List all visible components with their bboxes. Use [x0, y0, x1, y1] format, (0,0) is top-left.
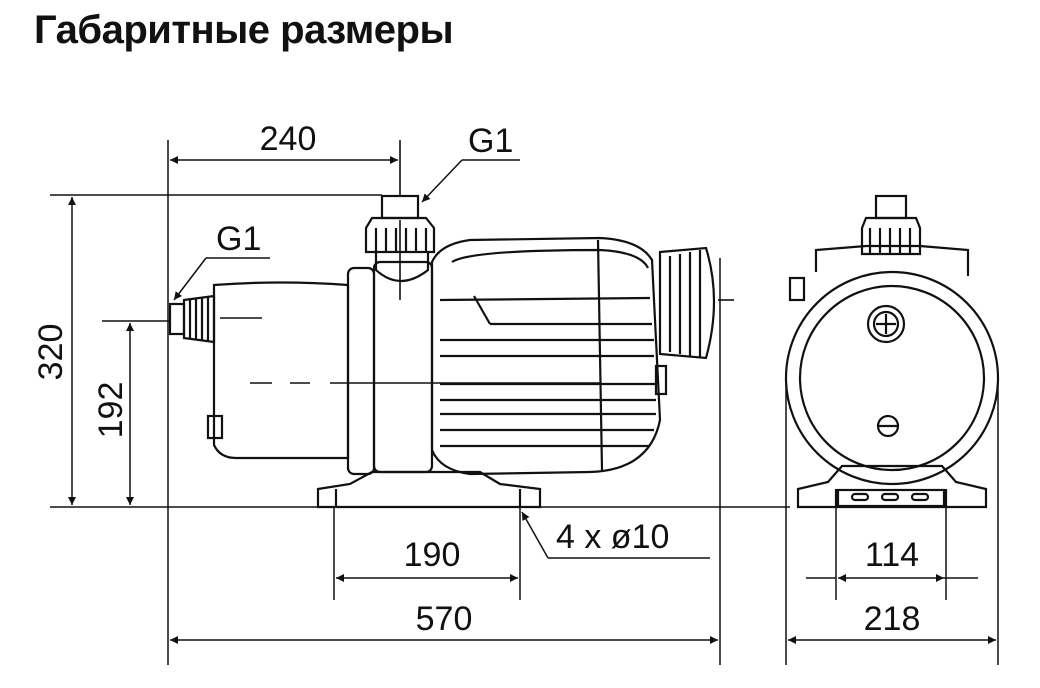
page-title: Габаритные размеры — [34, 8, 454, 52]
dim-192-label: 192 — [92, 382, 130, 439]
dim-320-label: 320 — [32, 324, 70, 381]
dim-190-label: 190 — [404, 536, 461, 574]
dim-240-label: 240 — [260, 120, 317, 158]
holes-label: 4 x ø10 — [556, 518, 669, 556]
dimension-lines — [50, 140, 999, 665]
dim-570-label: 570 — [416, 600, 473, 638]
pump-front-view — [784, 194, 1000, 509]
g1-side-label: G1 — [216, 220, 261, 258]
center-lines-side — [102, 140, 734, 384]
dim-218-label: 218 — [864, 600, 921, 638]
pump-side-view — [168, 194, 716, 509]
dim-114-label: 114 — [865, 536, 919, 574]
g1-top-label: G1 — [468, 122, 513, 160]
